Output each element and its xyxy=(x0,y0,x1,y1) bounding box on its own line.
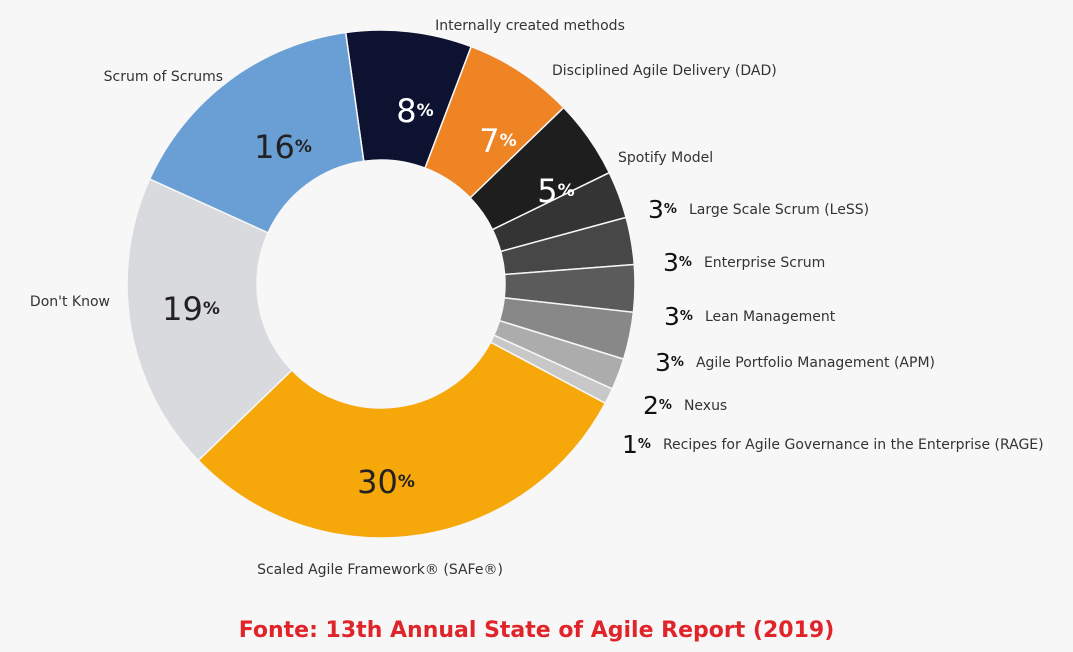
slice-label-nexus: Nexus xyxy=(684,398,727,414)
slice-label-scrum-of-scrums: Scrum of Scrums xyxy=(104,69,223,85)
slice-value-don-t-know: 19% xyxy=(162,290,220,328)
slice-label-spotify-model: Spotify Model xyxy=(618,150,713,166)
slice-label-agile-portfolio-management-apm: Agile Portfolio Management (APM) xyxy=(696,355,935,371)
source-caption: Fonte: 13th Annual State of Agile Report… xyxy=(238,618,835,643)
slice-label-recipes-for-agile-governance-in-the-enterprise-rage: Recipes for Agile Governance in the Ente… xyxy=(663,437,1044,453)
donut-chart: 8% Internally created methods 7% Discipline… xyxy=(30,18,1044,578)
slice-label-lean-management: Lean Management xyxy=(705,309,836,325)
slice-label-enterprise-scrum: Enterprise Scrum xyxy=(704,255,825,271)
slice-value-lean-management: 3% xyxy=(664,302,693,331)
slice-scaled-agile-framework-safe xyxy=(197,341,607,539)
slice-label-don-t-know: Don't Know xyxy=(30,294,110,310)
slice-value-scrum-of-scrums: 16% xyxy=(254,128,312,166)
slice-value-recipes-for-agile-governance-in-the-enterprise-rage: 1% xyxy=(622,430,651,459)
slice-label-large-scale-scrum-less: Large Scale Scrum (LeSS) xyxy=(689,202,869,218)
slice-value-large-scale-scrum-less: 3% xyxy=(648,195,677,224)
slice-value-scaled-agile-framework-safe: 30% xyxy=(357,463,415,501)
slice-value-disciplined-agile-delivery-dad: 7% xyxy=(479,122,516,160)
slice-value-enterprise-scrum: 3% xyxy=(663,248,692,277)
slice-value-internally-created-methods: 8% xyxy=(396,92,433,130)
slice-value-nexus: 2% xyxy=(643,391,672,420)
slice-label-disciplined-agile-delivery-dad: Disciplined Agile Delivery (DAD) xyxy=(552,63,777,79)
donut-slices xyxy=(126,29,636,539)
slice-label-internally-created-methods: Internally created methods xyxy=(435,18,625,34)
slice-label-scaled-agile-framework-safe: Scaled Agile Framework® (SAFe®) xyxy=(257,562,503,578)
slice-scrum-of-scrums xyxy=(148,31,365,234)
slice-value-spotify-model: 5% xyxy=(537,172,574,210)
slice-value-agile-portfolio-management-apm: 3% xyxy=(655,348,684,377)
slice-don-t-know xyxy=(126,178,293,462)
donut-labels: 8% Internally created methods 7% Discipline… xyxy=(30,18,1044,578)
